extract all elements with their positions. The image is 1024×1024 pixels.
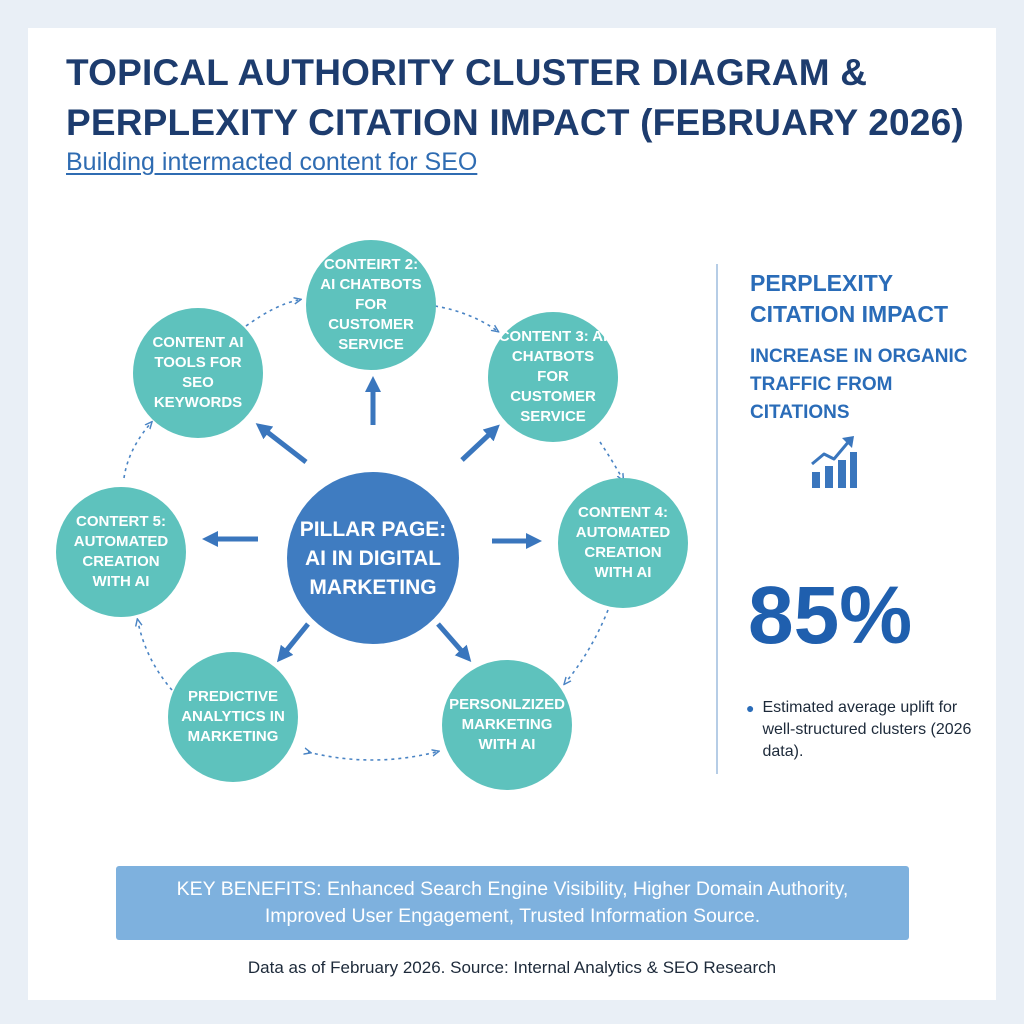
spoke-arrow <box>255 423 308 464</box>
ring-link <box>308 752 436 761</box>
cluster-label: CONTERT 5: AUTOMATED CREATION WITH AI <box>73 513 169 590</box>
cluster-node-content-4[interactable]: CONTENT 4: AUTOMATED CREATION WITH AI <box>558 478 688 608</box>
ring-link <box>138 622 173 691</box>
cluster-node-content-3[interactable]: CONTENT 3: AI CHATBOTS FOR CUSTOMER SERV… <box>488 312 618 442</box>
pillar-page-label: PILLAR PAGE: AI IN DIGITAL MARKETING <box>299 517 447 599</box>
ring-link <box>245 300 298 327</box>
page-title: TOPICAL AUTHORITY CLUSTER DIAGRAM & PERP… <box>66 52 964 143</box>
cluster-node-content-5[interactable]: CONTERT 5: AUTOMATED CREATION WITH AI <box>56 487 186 617</box>
impact-value: 85% <box>748 570 913 661</box>
ring-link <box>566 609 609 682</box>
cluster-label: PREDICTIVE ANALYTICS IN MARKETING <box>181 688 285 745</box>
key-benefits-text: KEY BENEFITS: Enhanced Search Engine Vis… <box>176 878 849 927</box>
pillar-page-node[interactable]: PILLAR PAGE: AI IN DIGITAL MARKETING <box>287 472 459 644</box>
cluster-ring-links <box>123 300 622 761</box>
footer-source: Data as of February 2026. Source: Intern… <box>247 958 777 977</box>
ring-link <box>599 441 622 478</box>
cluster-label: CONTEIRT 2: AI CHATBOTS FOR CUSTOMER SER… <box>320 256 422 353</box>
impact-note-text: Estimated average uplift for well-struct… <box>762 699 972 760</box>
cluster-label: CONTENT AI TOOLS FOR SEO KEYWORDS <box>152 334 244 411</box>
section-divider <box>716 264 718 774</box>
cluster-node-personalized-marketing[interactable]: PERSONLZIZED MARKETING WITH AI <box>442 660 572 790</box>
impact-note: ● Estimated average uplift for well-stru… <box>746 697 976 763</box>
cluster-label: CONTENT 3: AI CHATBOTS FOR CUSTOMER SERV… <box>498 328 608 425</box>
infographic-card <box>28 28 996 1000</box>
spoke-arrow <box>436 622 472 663</box>
bullet-icon: ● <box>746 700 755 716</box>
cluster-label: PERSONLZIZED MARKETING WITH AI <box>449 696 565 753</box>
cluster-node-content-ai-tools[interactable]: CONTENT AI TOOLS FOR SEO KEYWORDS <box>133 308 263 438</box>
chart-growth-icon <box>811 436 857 488</box>
cluster-node-content-2[interactable]: CONTEIRT 2: AI CHATBOTS FOR CUSTOMER SER… <box>306 240 436 370</box>
page-subtitle[interactable]: Building intermacted content for SEO <box>66 148 478 176</box>
ring-link <box>123 424 150 479</box>
spoke-arrow <box>276 622 310 663</box>
ring-link <box>434 305 496 330</box>
cluster-label: CONTENT 4: AUTOMATED CREATION WITH AI <box>575 504 671 581</box>
impact-title: PERPLEXITY CITATION IMPACT <box>750 270 949 327</box>
cluster-node-predictive-analytics[interactable]: PREDICTIVE ANALYTICS IN MARKETING <box>168 652 298 782</box>
impact-label: INCREASE IN ORGANIC TRAFFIC FROM CITATIO… <box>750 346 968 423</box>
key-benefits-banner: KEY BENEFITS: Enhanced Search Engine Vis… <box>116 866 909 940</box>
spoke-arrow <box>460 424 500 462</box>
pillar-spoke-arrows <box>201 375 543 663</box>
